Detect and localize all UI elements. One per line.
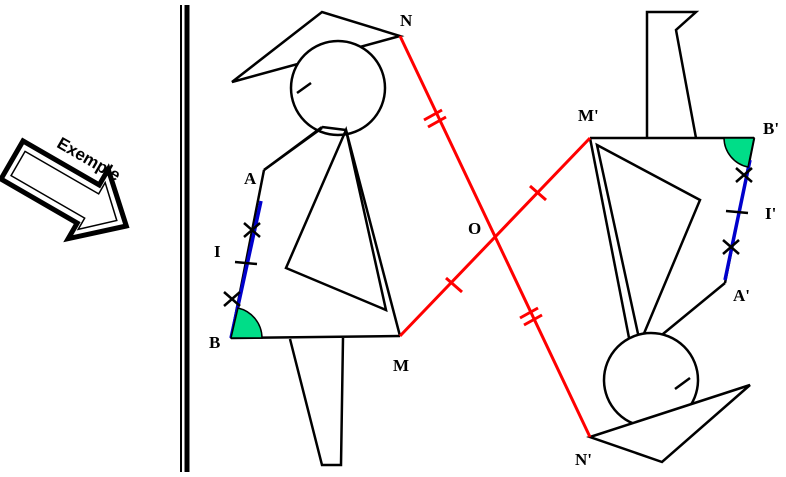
head xyxy=(289,39,387,137)
label-B-prime: B' xyxy=(763,119,779,138)
original-figure xyxy=(229,10,405,467)
label-O: O xyxy=(468,219,481,238)
arm-triangle xyxy=(284,125,388,313)
label-I: I xyxy=(214,242,221,261)
eye xyxy=(296,81,312,95)
label-I-prime: I' xyxy=(765,204,776,223)
image-leg xyxy=(645,10,700,139)
label-B: B xyxy=(209,333,220,352)
image-eye xyxy=(674,376,691,391)
label-A-prime: A' xyxy=(733,286,750,305)
vertical-double-line xyxy=(180,5,190,472)
leg xyxy=(288,337,345,467)
label-M-prime: M' xyxy=(578,106,599,125)
image-figure xyxy=(586,10,756,464)
angle-mark-B xyxy=(230,307,263,339)
image-hat xyxy=(586,383,751,464)
label-A: A xyxy=(244,169,257,188)
exemple-arrow-banner: Exemple xyxy=(0,134,130,243)
body-triangle-side xyxy=(344,129,402,337)
label-M: M xyxy=(393,356,409,375)
symmetry-segments xyxy=(398,35,592,438)
point-labels: N A I B M O M' B' I' A' N' xyxy=(209,11,779,469)
label-N-prime: N' xyxy=(575,450,592,469)
label-N: N xyxy=(400,11,413,30)
segment-MM-prime xyxy=(398,136,592,338)
segment-A-prime-B-prime xyxy=(722,159,753,281)
angle-mark-B-prime xyxy=(723,137,755,168)
image-arm-triangle xyxy=(595,142,702,348)
